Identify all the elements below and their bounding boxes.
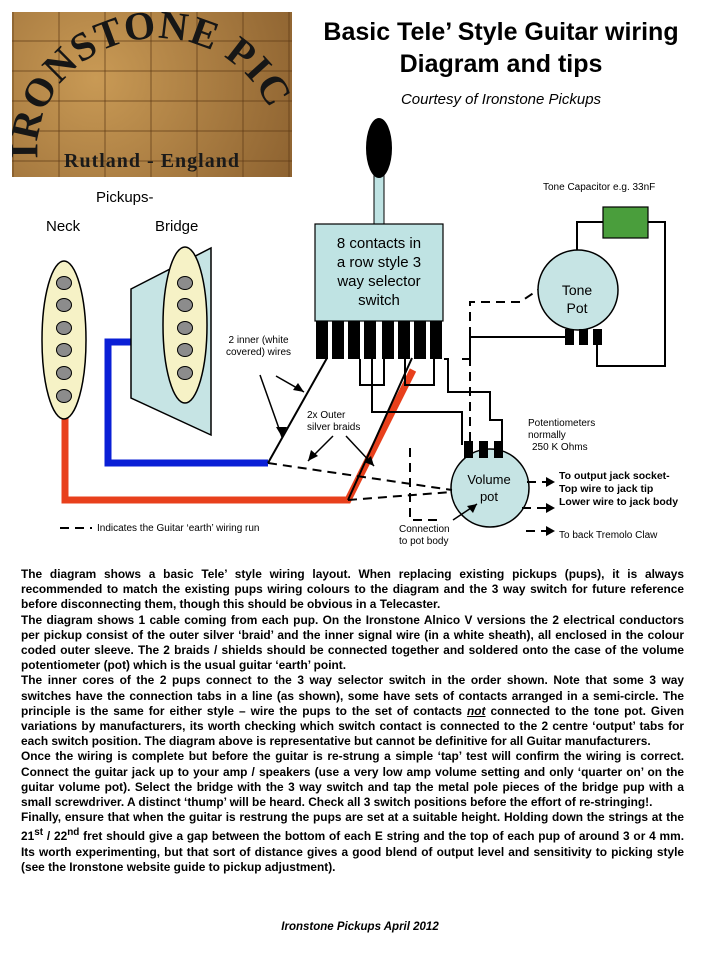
switch-lever-tip [366, 118, 392, 178]
arrow-heads [276, 383, 555, 536]
switch-label-line: a row style 3 [336, 254, 422, 271]
volume-pot-label-line: pot [479, 489, 499, 504]
neck-wire-red [61, 368, 417, 504]
logo-arc-text: IRONSTONE PICKUPS [12, 12, 292, 159]
pickups-heading: Pickups- [96, 189, 154, 206]
neck-pickup [41, 260, 87, 420]
ironstone-logo: IRONSTONE PICKUPS Rutland - England [12, 12, 292, 177]
tremolo-claw-note: To back Tremolo Claw [559, 530, 658, 541]
switch-to-tone-wire [462, 336, 566, 360]
output-jack-line: Top wire to jack tip [559, 483, 654, 495]
switch-label: 8 contacts in a row style 3 way selector… [316, 234, 442, 310]
capacitor-lead-left [576, 221, 603, 260]
footer-credit: Ironstone Pickups April 2012 [281, 921, 439, 933]
paragraph-4: Once the wiring is complete but before t… [21, 749, 684, 810]
pot-body-line: Connection [399, 524, 450, 535]
output-jack-line: To output jack socket- [559, 470, 670, 482]
paragraph-5-part: / 22 [43, 829, 68, 844]
inner-wires-line: 2 inner (white [228, 335, 289, 346]
page-title: Basic Tele’ Style Guitar wiring Diagram … [296, 16, 706, 80]
wiring-diagram [41, 118, 666, 536]
potentiometer-note-line: Potentiometers [528, 418, 596, 429]
tone-pot-label: Tone Pot [538, 281, 616, 317]
switch-label-line: 8 contacts in [336, 235, 422, 252]
paragraph-3: The inner cores of the 2 pups connect to… [21, 673, 684, 749]
paragraph-3-part: connected to the tone pot. Given variati… [21, 703, 684, 749]
potentiometer-note: Potentiometers normally 250 K Ohms [528, 418, 595, 454]
outer-braids-note: 2x Outer silver braids [307, 410, 360, 434]
output-jack-line: Lower wire to jack body [559, 496, 679, 508]
switch-jumper-right [404, 359, 435, 386]
credit-line: Courtesy of Ironstone Pickups [400, 91, 602, 108]
logo-location: Rutland - England [64, 150, 240, 172]
title-line-2: Diagram and tips [399, 50, 603, 78]
neck-label: Neck [46, 218, 81, 235]
switch-contacts [316, 321, 442, 359]
volume-pot-label-line: Volume [467, 472, 511, 487]
emphasis-not: not [467, 703, 486, 718]
superscript: st [34, 827, 44, 839]
volume-pot-label: Volume pot [450, 471, 528, 505]
potentiometer-note-line: 250 K Ohms [532, 442, 588, 453]
bridge-pole-pieces [177, 276, 193, 380]
switch-label-line: switch [358, 292, 400, 309]
switch-label-line: way selector [337, 273, 421, 290]
paragraph-1: The diagram shows a basic Tele’ style wi… [21, 567, 684, 612]
paragraph-2: The diagram shows 1 cable coming from ea… [21, 612, 684, 673]
switch-to-volume-wire [371, 359, 463, 445]
instructions-text: The diagram shows a basic Tele’ style wi… [21, 567, 684, 875]
earth-legend: Indicates the Guitar ‘earth’ wiring run [97, 523, 260, 534]
inner-wires-note: 2 inner (white covered) wires [226, 335, 291, 359]
bridge-label: Bridge [155, 218, 199, 235]
title-line-1: Basic Tele’ Style Guitar wiring [323, 18, 679, 46]
inner-wires-line: covered) wires [226, 347, 292, 358]
neck-pole-pieces [56, 276, 72, 403]
paragraph-5: Finally, ensure that when the guitar is … [21, 810, 684, 875]
bridge-signal-wire [267, 357, 328, 464]
paragraph-5-part: Finally, ensure that when the guitar is … [21, 810, 684, 844]
pot-body-line: to pot body [399, 536, 449, 547]
outer-braids-line: 2x Outer [307, 410, 346, 421]
switch-output-wire [444, 358, 503, 445]
capacitor-lead-right [596, 221, 666, 367]
superscript: nd [67, 827, 80, 839]
outer-braids-line: silver braids [307, 422, 361, 433]
tone-pot-label-line: Tone [561, 282, 593, 298]
output-jack-note: To output jack socket- Top wire to jack … [559, 470, 678, 509]
tone-capacitor [602, 206, 649, 239]
tone-capacitor-label: Tone Capacitor e.g. 33nF [543, 182, 656, 193]
paragraph-3-part: The inner cores of the 2 pups connect to… [21, 673, 684, 718]
paragraph-5-part: fret should give a gap between the botto… [21, 829, 684, 874]
selector-switch-body [314, 223, 444, 322]
potentiometer-note-line: normally [528, 430, 566, 441]
pot-body-note: Connection to pot body [399, 524, 450, 548]
tone-pot-label-line: Pot [566, 300, 588, 316]
